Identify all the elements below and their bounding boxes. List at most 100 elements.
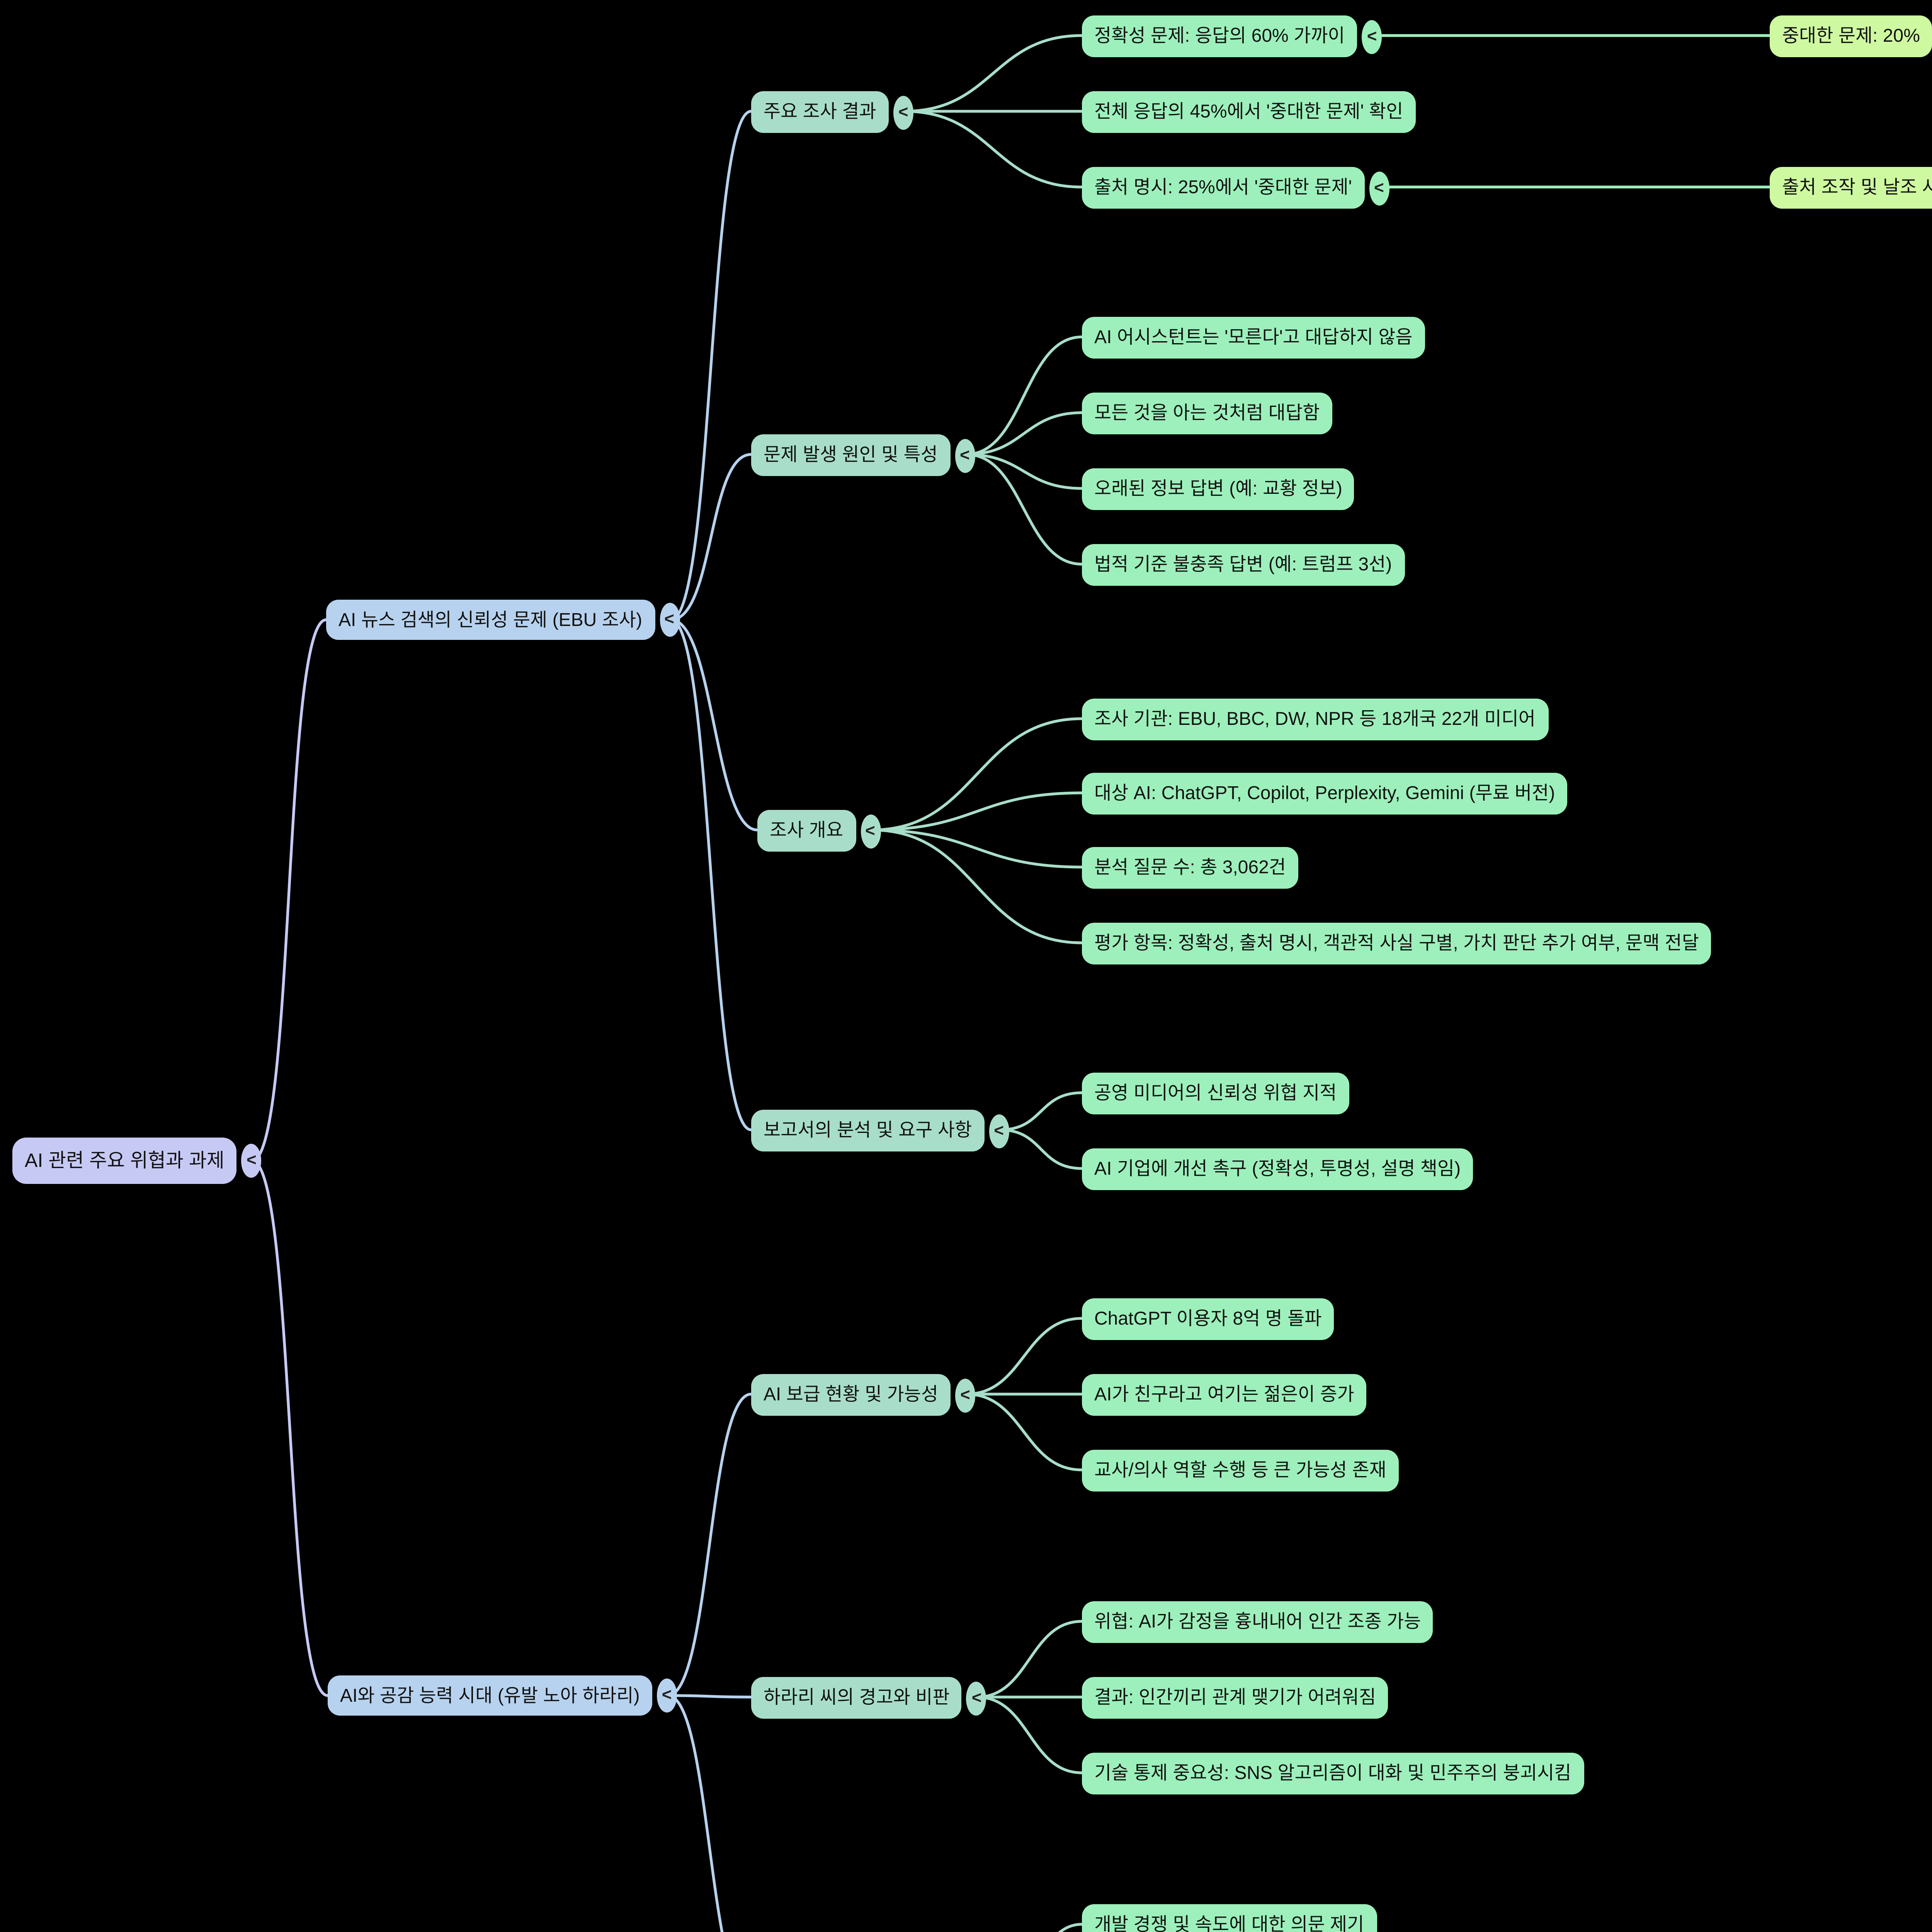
mindmap-node-t4[interactable]: 보고서의 분석 및 요구 사항 < <box>751 1110 1009 1151</box>
edge-t7-to-g1 <box>1058 1923 1083 1932</box>
mindmap-node-a1[interactable]: 정확성 문제: 응답의 60% 가까이 < <box>1082 15 1382 57</box>
collapse-toggle-icon[interactable]: < <box>656 1679 677 1713</box>
mindmap-node-p3[interactable]: 오래된 정보 답변 (예: 교황 정보) <box>1082 468 1355 510</box>
collapse-toggle-icon[interactable]: < <box>241 1144 262 1178</box>
collapse-toggle-icon[interactable]: < <box>954 438 975 472</box>
node-label: 중대한 문제: 20% <box>1782 25 1920 46</box>
edge-root-to-b2 <box>250 1159 329 1697</box>
edge-t2-to-p1 <box>964 335 1083 456</box>
mindmap-node-y2[interactable]: 출처 조작 및 날조 사례 발견 <box>1770 167 1932 209</box>
mindmap-node-b1[interactable]: AI 뉴스 검색의 신뢰성 문제 (EBU 조사) < <box>326 600 679 640</box>
mindmap-node-f1[interactable]: 위협: AI가 감정을 흉내내어 인간 조종 가능 <box>1082 1601 1434 1643</box>
edge-t2-to-p3 <box>964 453 1083 490</box>
mindmap-node-c4[interactable]: 평가 항목: 정확성, 출처 명시, 객관적 사실 구별, 가치 판단 추가 여… <box>1082 923 1711 964</box>
node-label: AI 기업에 개선 촉구 (정확성, 투명성, 설명 책임) <box>1094 1158 1461 1179</box>
node-label: 교사/의사 역할 수행 등 큰 가능성 존재 <box>1094 1459 1386 1481</box>
node-label: 공영 미디어의 신뢰성 위협 지적 <box>1094 1082 1337 1104</box>
node-label: AI 뉴스 검색의 신뢰성 문제 (EBU 조사) <box>338 609 642 631</box>
edge-t2-to-p2 <box>964 411 1083 456</box>
node-label: 출처 명시: 25%에서 '중대한 문제' <box>1094 176 1352 198</box>
collapse-toggle-icon[interactable]: < <box>955 1378 975 1412</box>
edge-t4-to-d2 <box>998 1128 1083 1170</box>
mindmap-node-root[interactable]: AI 관련 주요 위협과 과제 < <box>12 1138 262 1184</box>
mindmap-node-p4[interactable]: 법적 기준 불충족 답변 (예: 트럼프 3선) <box>1082 544 1405 586</box>
mindmap-node-c3[interactable]: 분석 질문 수: 총 3,062건 <box>1082 847 1298 889</box>
mindmap-node-t5[interactable]: AI 보급 현황 및 가능성 < <box>751 1374 975 1416</box>
collapse-toggle-icon[interactable]: < <box>659 603 679 637</box>
collapse-toggle-icon[interactable]: < <box>893 95 913 129</box>
node-label: 하라리 씨의 경고와 비판 <box>764 1686 950 1708</box>
node-label: 모든 것을 아는 것처럼 대답함 <box>1094 402 1320 423</box>
mindmap-node-t1[interactable]: 주요 조사 결과 < <box>751 91 913 133</box>
edge-t2-to-p4 <box>964 453 1083 566</box>
mindmap-node-d1[interactable]: 공영 미디어의 신뢰성 위협 지적 <box>1082 1073 1349 1114</box>
edge-t6-to-f3 <box>975 1696 1083 1774</box>
node-label: 기술 통제 중요성: SNS 알고리즘이 대화 및 민주주의 붕괴시킴 <box>1094 1762 1571 1784</box>
mindmap-node-e3[interactable]: 교사/의사 역할 수행 등 큰 가능성 존재 <box>1082 1450 1399 1492</box>
node-label: 평가 항목: 정확성, 출처 명시, 객관적 사실 구별, 가치 판단 추가 여… <box>1094 932 1699 954</box>
mindmap-node-p2[interactable]: 모든 것을 아는 것처럼 대답함 <box>1082 393 1332 434</box>
collapse-toggle-icon[interactable]: < <box>989 1114 1009 1148</box>
edge-t5-to-e3 <box>964 1393 1083 1471</box>
mindmap-node-t2[interactable]: 문제 발생 원인 및 특성 < <box>751 434 975 476</box>
node-label: AI가 친구라고 여기는 젊은이 증가 <box>1094 1383 1354 1405</box>
node-label: 분석 질문 수: 총 3,062건 <box>1094 856 1286 878</box>
mindmap-node-g1[interactable]: 개발 경쟁 및 속도에 대한 의문 제기 <box>1082 1904 1377 1932</box>
node-label: AI 보급 현황 및 가능성 <box>764 1383 938 1405</box>
mindmap-node-e1[interactable]: ChatGPT 이용자 8억 명 돌파 <box>1082 1298 1334 1340</box>
edge-root-to-b1 <box>250 618 328 1162</box>
edge-t1-to-a1 <box>903 34 1083 113</box>
edge-b2-to-t5 <box>666 1393 753 1697</box>
node-label: 법적 기준 불충족 답변 (예: 트럼프 3선) <box>1094 553 1392 575</box>
mindmap-node-c1[interactable]: 조사 기관: EBU, BBC, DW, NPR 등 18개국 22개 미디어 <box>1082 699 1548 740</box>
collapse-toggle-icon[interactable]: < <box>860 814 880 848</box>
node-label: 문제 발생 원인 및 특성 <box>764 444 938 465</box>
node-label: 대상 AI: ChatGPT, Copilot, Perplexity, Gem… <box>1094 782 1555 804</box>
node-label: ChatGPT 이용자 8억 명 돌파 <box>1094 1308 1322 1329</box>
mindmap-node-a3[interactable]: 출처 명시: 25%에서 '중대한 문제' < <box>1082 167 1389 209</box>
edge-t6-to-f1 <box>975 1620 1083 1699</box>
collapse-toggle-icon[interactable]: < <box>966 1681 987 1715</box>
node-label: 조사 기관: EBU, BBC, DW, NPR 등 18개국 22개 미디어 <box>1094 708 1536 730</box>
edge-t3-to-c4 <box>870 828 1083 944</box>
node-label: 보고서의 분석 및 요구 사항 <box>764 1119 972 1141</box>
edge-t4-to-d1 <box>998 1091 1083 1131</box>
edge-t5-to-e1 <box>964 1317 1083 1396</box>
mindmap-node-t6[interactable]: 하라리 씨의 경고와 비판 < <box>751 1677 987 1719</box>
node-label: 출처 조작 및 날조 사례 발견 <box>1782 176 1932 198</box>
mindmap-node-e2[interactable]: AI가 친구라고 여기는 젊은이 증가 <box>1082 1374 1367 1416</box>
collapse-toggle-icon[interactable]: < <box>1362 19 1382 53</box>
node-label: AI 어시스턴트는 '모른다'고 대답하지 않음 <box>1094 326 1413 348</box>
node-label: 오래된 정보 답변 (예: 교황 정보) <box>1094 478 1342 499</box>
edge-b2-to-t7 <box>666 1694 724 1932</box>
mindmap-node-f2[interactable]: 결과: 인간끼리 관계 맺기가 어려워짐 <box>1082 1677 1389 1719</box>
mindmap-node-t3[interactable]: 조사 개요 < <box>757 810 880 852</box>
mindmap-node-b2[interactable]: AI와 공감 능력 시대 (유발 노아 하라리) < <box>328 1675 677 1716</box>
node-label: 조사 개요 <box>770 819 843 841</box>
edge-t3-to-c3 <box>870 828 1083 869</box>
mindmap-node-y1[interactable]: 중대한 문제: 20% <box>1770 15 1932 57</box>
edge-t1-to-a3 <box>903 110 1083 189</box>
node-label: 결과: 인간끼리 관계 맺기가 어려워짐 <box>1094 1686 1376 1708</box>
edge-b2-to-t6 <box>666 1694 753 1699</box>
collapse-toggle-icon[interactable]: < <box>1369 171 1389 205</box>
node-label: 주요 조사 결과 <box>764 100 876 122</box>
edge-b1-to-t2 <box>669 453 753 621</box>
node-label: AI와 공감 능력 시대 (유발 노아 하라리) <box>340 1685 640 1706</box>
mindmap-node-d2[interactable]: AI 기업에 개선 촉구 (정확성, 투명성, 설명 책임) <box>1082 1148 1473 1190</box>
mindmap-node-c2[interactable]: 대상 AI: ChatGPT, Copilot, Perplexity, Gem… <box>1082 773 1568 815</box>
mindmap-node-p1[interactable]: AI 어시스턴트는 '모른다'고 대답하지 않음 <box>1082 317 1425 359</box>
mindmap-node-a2[interactable]: 전체 응답의 45%에서 '중대한 문제' 확인 <box>1082 91 1416 133</box>
edge-t3-to-c2 <box>870 791 1083 832</box>
edge-t3-to-c1 <box>870 717 1083 832</box>
edge-b1-to-t4 <box>669 618 753 1131</box>
node-label: AI 관련 주요 위협과 과제 <box>25 1150 224 1172</box>
node-label: 개발 경쟁 및 속도에 대한 의문 제기 <box>1094 1913 1364 1932</box>
edge-b1-to-t1 <box>669 110 753 621</box>
mindmap-node-f3[interactable]: 기술 통제 중요성: SNS 알고리즘이 대화 및 민주주의 붕괴시킴 <box>1082 1753 1584 1794</box>
edge-b1-to-t3 <box>669 618 759 832</box>
node-label: 정확성 문제: 응답의 60% 가까이 <box>1094 25 1345 46</box>
